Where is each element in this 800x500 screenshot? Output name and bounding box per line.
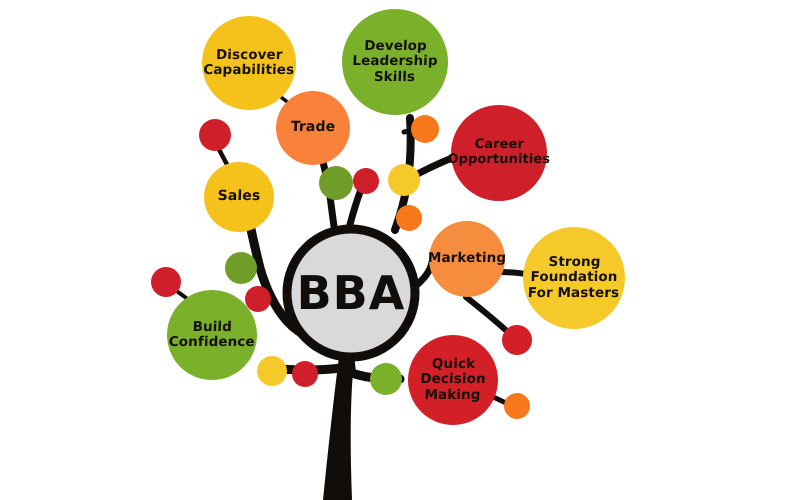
- bubbles-layer: [167, 9, 625, 425]
- bubble-trade[interactable]: [276, 91, 350, 165]
- dots-layer: [151, 115, 532, 419]
- bubble-strong-foundation-for-masters[interactable]: [523, 227, 625, 329]
- dot-yellow-lower-left[interactable]: [257, 356, 287, 386]
- core-node-bba[interactable]: [282, 224, 420, 362]
- dot-green-left-upper[interactable]: [225, 252, 257, 284]
- bubble-discover-capabilities[interactable]: [202, 16, 296, 110]
- dot-red-far-left[interactable]: [151, 267, 181, 297]
- dot-orange-mid[interactable]: [396, 205, 422, 231]
- bubble-build-confidence[interactable]: [167, 290, 257, 380]
- dot-red-upper-left[interactable]: [199, 119, 231, 151]
- core-circle[interactable]: [282, 224, 420, 362]
- dot-yellow-mid[interactable]: [388, 164, 420, 196]
- dot-green-lower-right[interactable]: [370, 363, 402, 395]
- dot-orange-lower-right[interactable]: [504, 393, 530, 419]
- dot-red-mid[interactable]: [353, 168, 379, 194]
- dot-green-mid[interactable]: [319, 166, 353, 200]
- dot-red-lower-left[interactable]: [292, 361, 318, 387]
- bubble-sales[interactable]: [204, 162, 274, 232]
- bubble-develop-leadership-skills[interactable]: [342, 9, 448, 115]
- bubble-quick-decision-making[interactable]: [408, 335, 498, 425]
- bubble-marketing[interactable]: [429, 221, 505, 297]
- dot-red-left-upper[interactable]: [245, 286, 271, 312]
- bubble-career-opportunities[interactable]: [451, 105, 547, 201]
- dot-red-above-quick[interactable]: [502, 325, 532, 355]
- dot-orange-upper[interactable]: [411, 115, 439, 143]
- branch-marketing-to-red-dot: [463, 294, 513, 337]
